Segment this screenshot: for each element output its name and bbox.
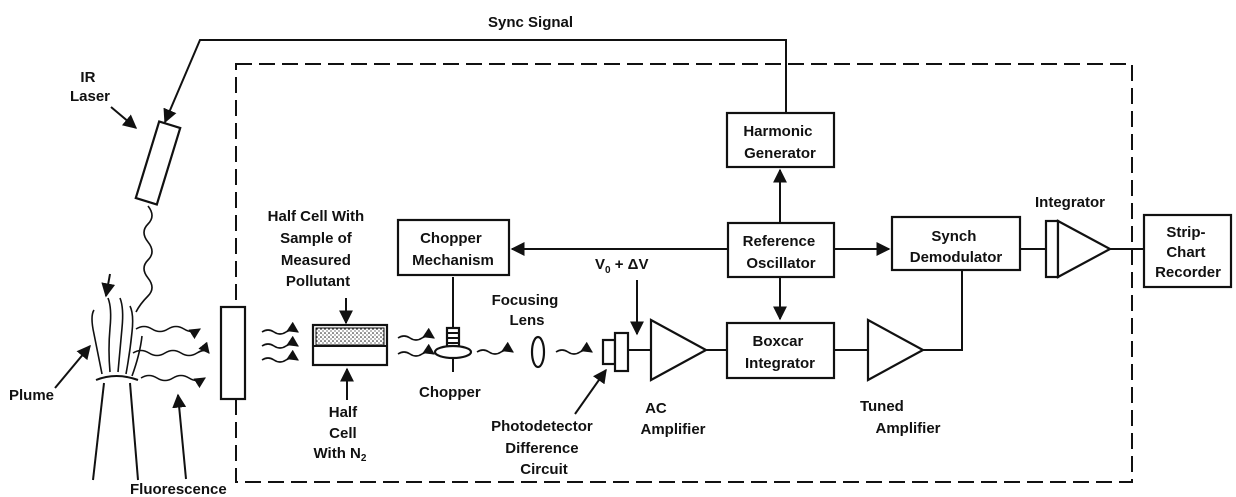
sync-signal-line bbox=[163, 39, 787, 124]
sync-signal-label: Sync Signal bbox=[488, 14, 573, 31]
chopper-mechanism-box bbox=[396, 218, 511, 277]
fluorescence-label: Fluorescence bbox=[130, 481, 227, 497]
strip-chart-recorder-label: Strip- Chart Recorder bbox=[1155, 224, 1221, 281]
strip-chart-recorder-box bbox=[1142, 213, 1233, 289]
instrument-enclosure bbox=[235, 63, 1133, 483]
integrator-label: Integrator bbox=[1035, 194, 1105, 211]
plume-stack bbox=[91, 297, 143, 481]
focusing-lens-label: Focusing Lens bbox=[492, 292, 563, 329]
laser-beam bbox=[135, 205, 153, 313]
tuned-amplifier bbox=[866, 318, 926, 382]
synch-demodulator-box bbox=[890, 215, 1022, 272]
optical-window bbox=[219, 305, 247, 401]
integrator bbox=[1044, 219, 1113, 279]
ir-laser bbox=[134, 120, 182, 206]
reference-oscillator-label: Reference Oscillator bbox=[743, 233, 820, 272]
photodetector-label: Photodetector Difference Circuit bbox=[491, 418, 597, 478]
fluorescence-waves bbox=[132, 325, 210, 389]
ac-amplifier-label: AC Amplifier bbox=[640, 400, 705, 438]
chopper-label: Chopper bbox=[419, 384, 481, 401]
tuned-amplifier-label: Tuned Amplifier bbox=[860, 398, 941, 437]
chopper-mechanism-label: Chopper Mechanism bbox=[412, 230, 494, 269]
synch-demodulator-label: Synch Demodulator bbox=[910, 228, 1003, 266]
ac-amplifier bbox=[649, 318, 709, 382]
harmonic-generator-box bbox=[725, 111, 836, 169]
boxcar-integrator-label: Boxcar Integrator bbox=[745, 333, 815, 372]
chopper-wheel bbox=[433, 277, 473, 372]
bias-voltage-label: V0 + ΔV bbox=[595, 256, 648, 276]
half-cell-assembly bbox=[311, 323, 389, 367]
photodetector bbox=[601, 331, 651, 373]
beam-to-chopper bbox=[397, 327, 435, 357]
half-cell-n2-label: Half Cell With N2 bbox=[314, 404, 367, 464]
focusing-lens bbox=[530, 335, 546, 369]
half-cell-sample-label: Half Cell With Sample of Measured Pollut… bbox=[268, 208, 369, 290]
half-cell-sample bbox=[315, 327, 385, 346]
ir-laser-label: IR Laser bbox=[70, 69, 110, 105]
plume-label: Plume bbox=[9, 387, 54, 404]
harmonic-generator-label: Harmonic Generator bbox=[743, 123, 816, 162]
boxcar-integrator-box bbox=[725, 321, 836, 380]
beam-to-cells bbox=[261, 321, 299, 363]
